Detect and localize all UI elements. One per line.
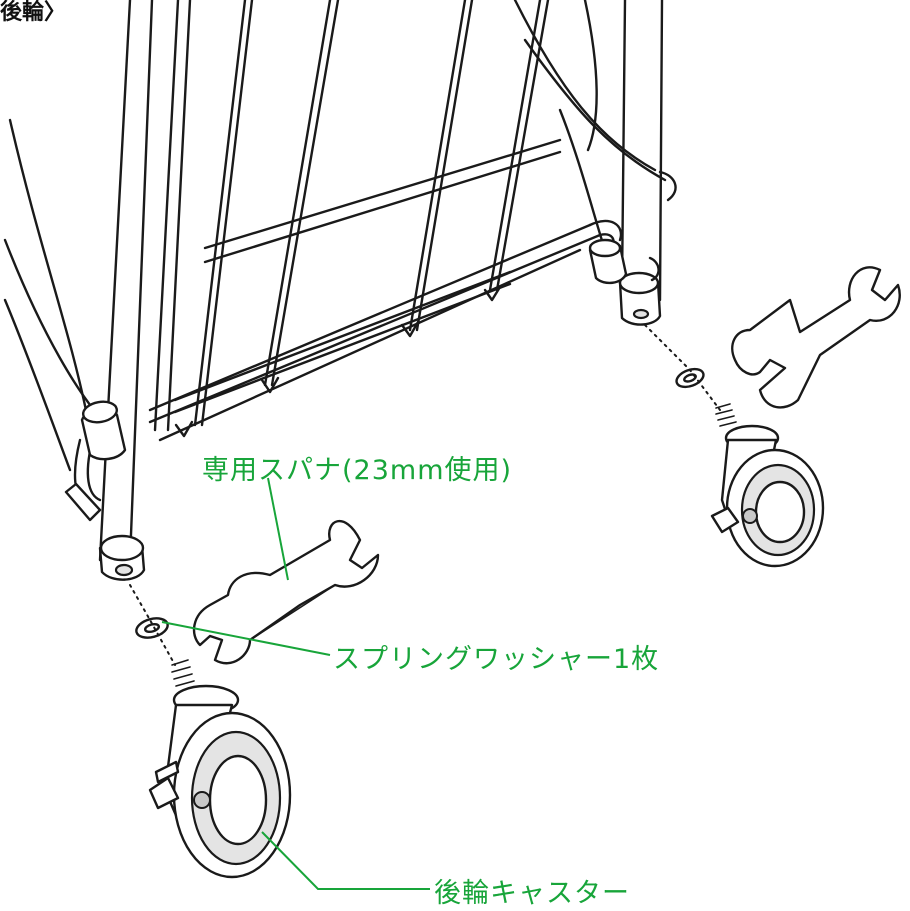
caster-leader-line (261, 831, 430, 890)
right-wrench-icon (731, 266, 901, 409)
left-spring-washer-icon (135, 617, 169, 639)
right-spring-washer-icon (675, 367, 705, 389)
cart-frame (3, 0, 677, 581)
caster-label: 後輪キャスター (434, 878, 630, 909)
spring-washer-label: スプリングワッシャー1枚 (333, 644, 660, 675)
left-caster-icon (148, 659, 292, 879)
spanner-leader-line (267, 477, 289, 581)
spanner-label: 専用スパナ(23mm使用) (202, 455, 513, 486)
right-caster-icon (710, 403, 825, 568)
washer-leader-line (161, 621, 331, 656)
right-alignment-line (644, 324, 721, 411)
section-heading: 後輪〉 (0, 0, 67, 25)
left-alignment-line (129, 584, 176, 666)
left-wrench-icon (192, 519, 380, 665)
